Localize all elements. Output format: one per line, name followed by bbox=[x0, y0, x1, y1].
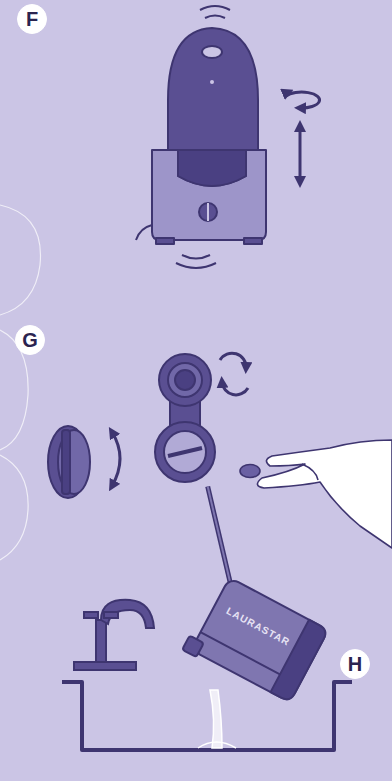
step-letter: F bbox=[26, 9, 38, 29]
cap-parts bbox=[48, 353, 248, 498]
water-stream bbox=[198, 690, 236, 748]
background-curves bbox=[0, 205, 41, 560]
motion-arrows bbox=[282, 92, 319, 182]
step-letter-circle: G bbox=[15, 325, 45, 355]
step-letter: G bbox=[22, 330, 38, 350]
sink bbox=[62, 682, 352, 750]
faucet bbox=[74, 600, 154, 670]
brand-name: LAURASTAR bbox=[225, 605, 292, 648]
step-letter: H bbox=[348, 654, 362, 674]
water-tank bbox=[134, 487, 361, 706]
step-letter-circle: H bbox=[340, 649, 370, 679]
steam-generator bbox=[136, 6, 266, 268]
step-letter-circle: F bbox=[17, 4, 47, 34]
hand-with-tablet bbox=[240, 440, 392, 548]
